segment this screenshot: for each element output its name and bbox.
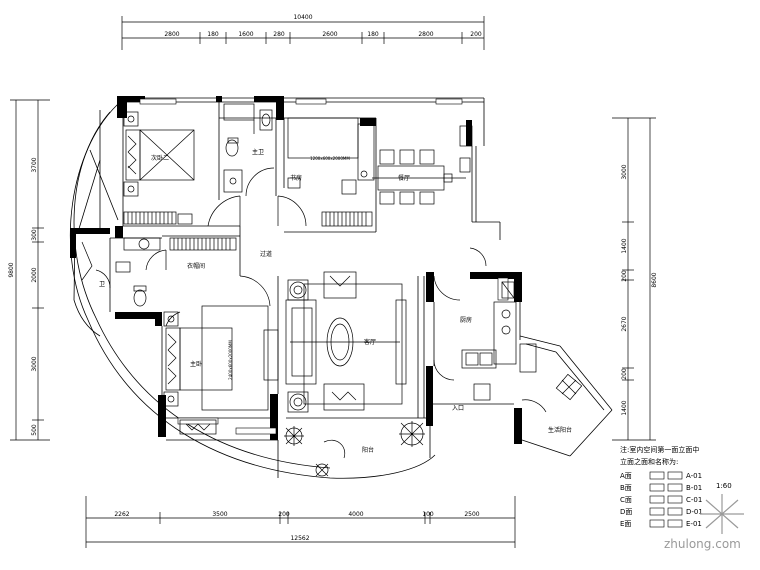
watermark-text: zhulong.com [664, 537, 741, 551]
legend: 注:室内空间第一面立面中 立面之面和名称为: A面 A-01 B面 B-01 1… [620, 445, 732, 528]
label-living: 客厅 [364, 338, 376, 346]
label-study-desk: 1200x600x2000MM [310, 156, 350, 161]
top-dim-8: 200 [470, 31, 482, 38]
legend-row-label: A面 [620, 472, 632, 480]
top-dim-3: 1600 [238, 31, 253, 38]
left-dimensions [10, 99, 50, 441]
left-dim-1: 3700 [31, 157, 38, 172]
legend-subtitle: 立面之面和名称为: [620, 457, 678, 466]
dining-furniture [360, 125, 473, 205]
legend-row: A面 A-01 [620, 471, 702, 480]
left-dim-2: 300 [31, 229, 38, 241]
wardrobe-room-furniture [123, 237, 237, 251]
label-master: 主卧 [190, 360, 202, 368]
top-dim-6: 180 [367, 31, 379, 38]
label-bedroom2: 次卧二 [151, 154, 169, 162]
top-dim-5: 2600 [322, 31, 337, 38]
service-balcony-fixtures [555, 373, 583, 401]
bottom-dim-6: 2500 [464, 511, 479, 518]
living-room-furniture [285, 271, 407, 413]
right-dim-2: 1400 [621, 238, 628, 253]
legend-scale: 1:60 [716, 482, 732, 490]
legend-row: D面 D-01 [620, 507, 703, 516]
bottom-dim-1: 2262 [114, 511, 129, 518]
legend-row: E面 E-01 [620, 519, 702, 528]
bottom-dim-3: 200 [278, 511, 290, 518]
label-service-balcony: 生活阳台 [548, 426, 572, 434]
legend-title: 注:室内空间第一面立面中 [620, 445, 699, 454]
bedroom2-furniture [123, 111, 195, 225]
top-dim-7: 2800 [418, 31, 433, 38]
doors [95, 167, 547, 413]
legend-row-label: C面 [620, 496, 632, 504]
right-dim-5: 200 [621, 368, 628, 380]
windows [139, 98, 509, 435]
label-entry: 入口 [452, 405, 464, 412]
bathroom1-fixtures [223, 103, 273, 193]
watermark: zhulong.com [664, 494, 744, 551]
label-dining: 餐厅 [398, 174, 410, 182]
top-dim-2: 180 [207, 31, 219, 38]
legend-row-label: E面 [620, 520, 631, 528]
left-dim-5: 500 [31, 424, 38, 436]
right-dim-3: 200 [621, 270, 628, 282]
legend-row-code: B-01 [686, 484, 702, 492]
right-dim-1: 3000 [621, 164, 628, 179]
label-balcony: 阳台 [362, 446, 374, 454]
left-dim-4: 3000 [31, 356, 38, 371]
bottom-dim-2: 3500 [212, 511, 227, 518]
legend-row: B面 B-01 1:60 [620, 482, 732, 492]
legend-row-label: B面 [620, 484, 632, 492]
label-wardrobe: 衣帽间 [187, 262, 205, 270]
top-dim-1: 2800 [164, 31, 179, 38]
legend-row-code: A-01 [686, 472, 702, 480]
label-kitchen: 厨房 [460, 316, 472, 324]
label-hall: 过道 [260, 250, 272, 258]
bathroom2-fixtures [81, 238, 150, 307]
right-dim-6: 1400 [621, 400, 628, 415]
label-bathroom1: 主卫 [252, 148, 264, 156]
label-bathroom2: 卫 [99, 281, 105, 288]
right-total-dim: 8600 [651, 272, 658, 287]
kitchen-furniture [461, 281, 537, 401]
left-total-dim: 9800 [8, 262, 15, 277]
label-study: 书房 [290, 174, 302, 182]
right-dim-4: 2670 [621, 316, 628, 331]
bottom-dim-5: 100 [422, 511, 434, 518]
left-dim-3: 2000 [31, 267, 38, 282]
label-master-wardrobe: 2400x600x2000MM [228, 340, 233, 380]
right-dimensions [612, 117, 656, 441]
legend-row-code: E-01 [686, 520, 702, 528]
top-dimensions [121, 16, 485, 50]
curved-balcony-walls [69, 103, 436, 479]
legend-row-code: C-01 [686, 496, 702, 504]
top-dim-4: 280 [273, 31, 285, 38]
partitions [109, 97, 613, 478]
bottom-dimensions [85, 496, 516, 548]
bottom-dim-4: 4000 [348, 511, 363, 518]
study-furniture [287, 117, 375, 227]
bottom-total-dim: 12562 [290, 535, 309, 542]
balcony-plants [284, 421, 425, 477]
master-bedroom-furniture [163, 305, 279, 435]
legend-row-label: D面 [620, 508, 632, 516]
legend-row-code: D-01 [686, 508, 703, 516]
watermark-logo-icon [700, 494, 744, 534]
walls [70, 96, 522, 444]
legend-row: C面 C-01 [620, 495, 702, 504]
top-total-dim: 10400 [293, 14, 312, 21]
